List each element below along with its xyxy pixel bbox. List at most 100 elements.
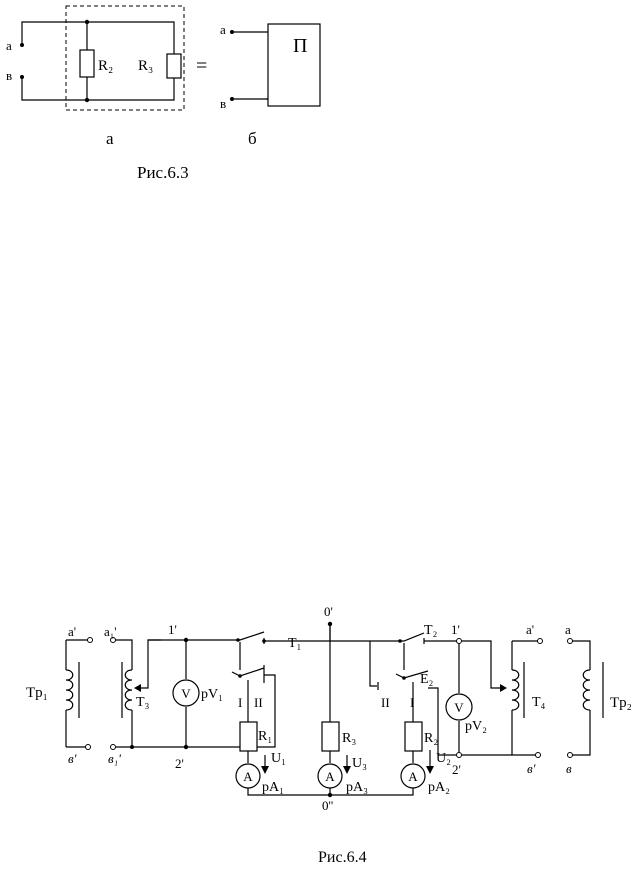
caption-fig-6-3: Рис.6.3 xyxy=(137,163,189,182)
label-0prime: 0' xyxy=(324,604,333,619)
label-box-p: П xyxy=(293,35,307,57)
bottom-wire xyxy=(21,77,175,101)
label-v-prime-right: в' xyxy=(527,761,536,776)
label-right-v: в xyxy=(220,96,226,111)
u1-arrow-head xyxy=(261,766,269,774)
terminal-2prime-right xyxy=(456,752,462,758)
terminal-1prime-right xyxy=(456,638,462,644)
junction-dot xyxy=(84,19,90,25)
resistor-r3 xyxy=(321,721,340,752)
sublabel-b: б xyxy=(248,129,257,148)
terminal-v-prime-left xyxy=(85,744,91,750)
terminal-a-prime-right xyxy=(537,638,543,644)
label-r2: R₂ xyxy=(98,58,113,74)
label-2prime-right: 2' xyxy=(452,762,461,777)
label-v1-prime: в₁' xyxy=(108,751,121,766)
label-a-prime-right: а' xyxy=(526,622,534,637)
terminal-a xyxy=(20,43,24,47)
label-pos-I-right: I xyxy=(410,695,414,710)
selector-right-to-2prime xyxy=(428,687,459,756)
tp1-primary-wires xyxy=(65,639,88,748)
pv1-symbol: V xyxy=(181,686,191,701)
junction-dot xyxy=(84,97,90,103)
label-t1: T₁ xyxy=(288,636,301,651)
t4-wiper-arrow xyxy=(500,684,507,692)
u2-arrow-head xyxy=(426,766,434,774)
u3-arrow-head xyxy=(343,766,351,774)
terminal-v xyxy=(20,75,24,79)
t4-coil xyxy=(511,669,520,711)
pa2-symbol: A xyxy=(408,769,418,784)
selector-left-blade xyxy=(231,667,265,677)
label-t4: T₄ xyxy=(532,695,546,710)
label-a-prime-left: а' xyxy=(68,624,76,639)
voltmeter-pv1 xyxy=(172,679,200,707)
terminal-a-right xyxy=(567,638,573,644)
t3-wiper-arrow xyxy=(134,684,141,692)
selector-left-pivot xyxy=(238,674,242,678)
terminal-right-a xyxy=(230,30,234,34)
label-a-right: а xyxy=(565,622,571,637)
resistor-r2 xyxy=(404,721,423,752)
figure-6-3: а в R₂ R₃ = П а в а б Рис.6.3 xyxy=(6,5,321,182)
label-pa1: pA₁ xyxy=(262,780,284,795)
switch-t2-blade xyxy=(398,632,425,642)
ammeter-pa2 xyxy=(400,763,426,789)
switch-t1-pivot xyxy=(236,638,240,642)
pa1-symbol: A xyxy=(243,769,253,784)
resistor-r1 xyxy=(239,721,258,752)
label-v-prime-left: в' xyxy=(68,751,77,766)
label-t2: T₂ xyxy=(424,623,438,638)
switch-t1-blade xyxy=(236,631,265,641)
label-r3: R₃ xyxy=(138,58,153,74)
wire-t2-to-II xyxy=(369,641,377,687)
label-v-right: в xyxy=(566,761,572,776)
selector-right-pivot xyxy=(402,676,406,680)
junction-dot xyxy=(262,639,266,643)
tp2-coil xyxy=(582,669,591,711)
label-right-a: а xyxy=(220,22,226,37)
resistor-r3 xyxy=(166,53,182,79)
label-tp1: Tp₁ xyxy=(26,685,48,701)
voltmeter-pv2 xyxy=(445,693,473,721)
terminal-v-right xyxy=(567,752,573,758)
tp1-coil-primary xyxy=(65,669,74,711)
sublabel-a: а xyxy=(106,129,114,148)
terminal-right-v xyxy=(230,97,234,101)
equals-sign: = xyxy=(196,55,207,77)
label-r2: R₂ xyxy=(424,731,438,746)
t4-wires xyxy=(511,640,538,756)
equivalent-box xyxy=(267,23,321,107)
label-a1-prime: а₁' xyxy=(104,624,117,639)
label-r1: R₁ xyxy=(258,729,272,744)
label-pv2: pV₂ xyxy=(465,719,487,734)
label-node-a: а xyxy=(6,38,12,53)
label-pa3: pA₃ xyxy=(346,780,368,795)
equivalent-leads xyxy=(230,31,268,100)
bus-2prime-left xyxy=(132,674,276,748)
label-pos-II-right: II xyxy=(381,695,390,710)
label-pa2: pA₂ xyxy=(428,780,450,795)
top-wire xyxy=(21,21,175,54)
dashed-boundary xyxy=(65,5,185,111)
terminal-v-prime-right xyxy=(535,752,541,758)
label-pv1: pV₁ xyxy=(201,687,223,702)
label-pos-I-left: I xyxy=(238,695,242,710)
label-1prime-right: 1' xyxy=(451,622,460,637)
pa3-symbol: A xyxy=(325,769,335,784)
label-u2: U₂ xyxy=(436,751,451,766)
figure-6-4: V I II A A xyxy=(26,604,632,866)
label-1prime-left: 1' xyxy=(168,622,177,637)
label-r3: R₃ xyxy=(342,731,356,746)
resistor-r2 xyxy=(79,49,95,78)
label-e2: E₂ xyxy=(420,672,434,687)
junction-0dprime xyxy=(327,792,333,798)
label-t3: T₃ xyxy=(136,695,150,710)
t3-wiper-wire xyxy=(138,639,161,689)
pv2-symbol: V xyxy=(454,700,464,715)
label-2prime-left: 2' xyxy=(175,756,184,771)
terminal-a-prime-left xyxy=(87,637,93,643)
switch-t2-pivot xyxy=(398,639,402,643)
junction-dot xyxy=(130,745,134,749)
